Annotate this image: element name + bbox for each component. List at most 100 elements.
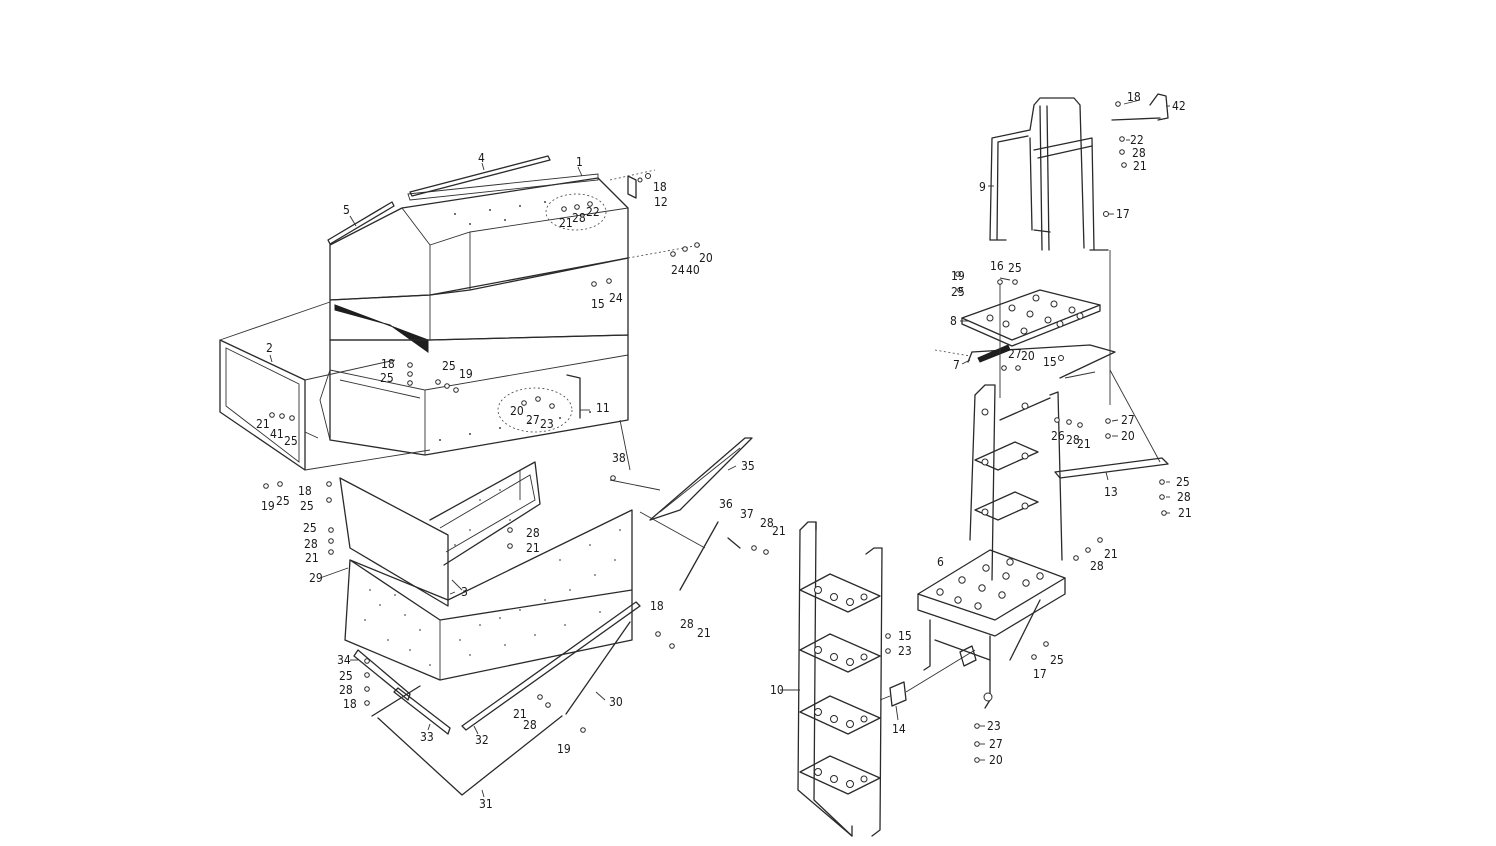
label-part-12: 12	[654, 195, 668, 209]
rod-11	[566, 374, 581, 419]
label-part-19: 19	[261, 499, 275, 513]
label-part-21: 21	[1178, 506, 1192, 520]
label-part-19: 19	[951, 269, 965, 283]
hopper-assembly	[219, 155, 769, 796]
label-part-25: 25	[1176, 475, 1190, 489]
label-part-25: 25	[276, 494, 290, 508]
label-part-25: 25	[300, 499, 314, 513]
detail-oval-upper	[545, 193, 607, 231]
label-part-28: 28	[523, 718, 537, 732]
label-part-20: 20	[989, 753, 1003, 767]
assembly-leader-lines	[304, 169, 706, 591]
label-part-23: 23	[898, 644, 912, 658]
label-part-17: 17	[1033, 667, 1047, 681]
label-part-28: 28	[1090, 559, 1104, 573]
bar-32	[461, 601, 641, 731]
label-part-6: 6	[937, 555, 944, 569]
label-part-23: 23	[987, 719, 1001, 733]
hopper-lower-body	[329, 334, 629, 456]
edge-strip-4	[409, 155, 551, 197]
label-part-25: 25	[442, 359, 456, 373]
label-part-18: 18	[653, 180, 667, 194]
plate-35	[649, 437, 753, 521]
label-part-13: 13	[1104, 485, 1118, 499]
handrail-9	[989, 97, 1085, 249]
label-part-30: 30	[609, 695, 623, 709]
label-part-18: 18	[650, 599, 664, 613]
label-part-28: 28	[680, 617, 694, 631]
label-part-19: 19	[557, 742, 571, 756]
label-part-20: 20	[699, 251, 713, 265]
label-part-19: 19	[459, 367, 473, 381]
strip-33	[393, 687, 451, 735]
hopper-lid	[329, 177, 629, 301]
label-part-37: 37	[740, 507, 754, 521]
label-part-21: 21	[526, 541, 540, 555]
bracket-14	[889, 681, 907, 707]
label-part-9: 9	[979, 180, 986, 194]
label-part-28: 28	[339, 683, 353, 697]
label-part-26: 26	[1051, 429, 1065, 443]
label-part-22: 22	[586, 205, 600, 219]
label-part-27: 27	[1121, 413, 1135, 427]
label-part-21: 21	[772, 524, 786, 538]
hopper-opening	[334, 304, 429, 353]
label-part-32: 32	[475, 733, 489, 747]
label-part-15: 15	[898, 629, 912, 643]
perforation-texture	[364, 489, 621, 666]
label-part-28: 28	[1066, 433, 1080, 447]
label-part-3: 3	[461, 585, 468, 599]
label-part-27: 27	[526, 413, 540, 427]
label-part-14: 14	[892, 722, 906, 736]
body-rivets	[439, 411, 591, 441]
label-part-20: 20	[1121, 429, 1135, 443]
label-part-2: 2	[266, 341, 273, 355]
label-part-33: 33	[420, 730, 434, 744]
hook-42	[1149, 93, 1169, 121]
label-part-42: 42	[1172, 99, 1186, 113]
label-part-7: 7	[953, 358, 960, 372]
rod-30	[565, 621, 631, 715]
label-part-27: 27	[989, 737, 1003, 751]
platform-assembly	[885, 93, 1169, 763]
label-part-34: 34	[337, 653, 351, 667]
label-part-21: 21	[1077, 437, 1091, 451]
label-part-10: 10	[770, 683, 784, 697]
fasteners-right	[885, 101, 1167, 763]
ladder-10	[797, 521, 976, 837]
label-part-18: 18	[298, 484, 312, 498]
label-part-4: 4	[478, 151, 485, 165]
label-part-8: 8	[950, 314, 957, 328]
label-part-24: 24	[671, 263, 685, 277]
label-part-28: 28	[1177, 490, 1191, 504]
frame-31	[377, 715, 563, 796]
label-part-18: 18	[381, 357, 395, 371]
label-part-31: 31	[479, 797, 493, 811]
label-part-25: 25	[380, 371, 394, 385]
label-part-29: 29	[309, 571, 323, 585]
strip-34	[353, 649, 411, 701]
label-part-15: 15	[1043, 355, 1057, 369]
fasteners-left	[263, 173, 769, 733]
lid-rivets	[454, 201, 546, 225]
bracket-7	[971, 344, 1116, 379]
label-part-5: 5	[343, 203, 350, 217]
label-part-35: 35	[741, 459, 755, 473]
label-part-21: 21	[305, 551, 319, 565]
pin-37	[727, 537, 741, 549]
label-part-21: 21	[559, 216, 573, 230]
label-part-18: 18	[343, 697, 357, 711]
label-part-38: 38	[612, 451, 626, 465]
hopper-upper-body	[329, 257, 629, 341]
label-part-11: 11	[596, 401, 610, 415]
label-part-25: 25	[951, 285, 965, 299]
detail-oval-lower	[497, 387, 573, 433]
label-part-41: 41	[270, 427, 284, 441]
label-part-21: 21	[513, 707, 527, 721]
label-part-21: 21	[256, 417, 270, 431]
label-leaders	[269, 99, 1170, 798]
arm-13	[1054, 457, 1169, 479]
label-part-16: 16	[990, 259, 1004, 273]
label-part-17: 17	[1116, 207, 1130, 221]
